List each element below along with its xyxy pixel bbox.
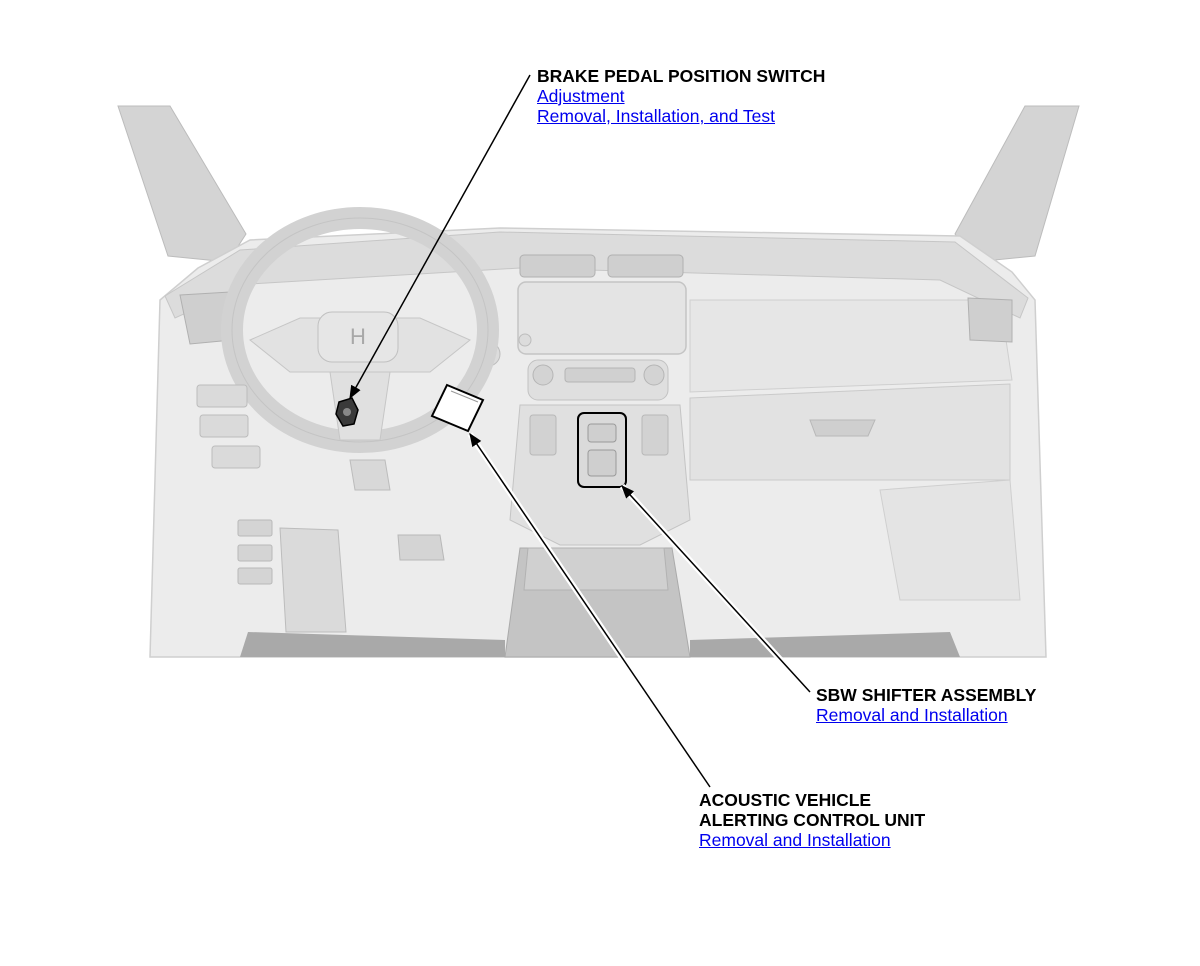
callout-brake-pedal-position-switch: BRAKE PEDAL POSITION SWITCH Adjustment R… — [537, 66, 825, 126]
leader-lines — [349, 74, 813, 789]
sbw-shifter-component — [577, 412, 627, 488]
avas-unit-removal-link[interactable]: Removal and Installation — [699, 830, 891, 850]
leader-sbw-shifter — [621, 485, 811, 693]
svg-text:H: H — [350, 324, 366, 349]
callout-acoustic-vehicle-alerting-control-unit: ACOUSTIC VEHICLE ALERTING CONTROL UNIT R… — [699, 790, 925, 850]
center-console — [504, 547, 691, 658]
steering-wheel: H — [221, 207, 499, 453]
brake-switch-title: BRAKE PEDAL POSITION SWITCH — [537, 66, 826, 86]
callout-sbw-shifter-assembly: SBW SHIFTER ASSEMBLY Removal and Install… — [816, 685, 1036, 725]
a-pillars — [117, 105, 1080, 263]
brake-switch-removal-link[interactable]: Removal, Installation, and Test — [537, 106, 776, 126]
sbw-shifter-removal-link[interactable]: Removal and Installation — [816, 705, 1008, 725]
brake-switch-adjustment-link[interactable]: Adjustment — [537, 86, 625, 106]
leader-avas-unit — [469, 432, 711, 788]
avas-unit-title-line-1: ACOUSTIC VEHICLE — [699, 790, 872, 810]
avas-unit-component — [430, 383, 485, 433]
leader-brake-switch — [349, 74, 531, 400]
driver-footwell — [196, 384, 445, 633]
avas-unit-title-line-2: ALERTING CONTROL UNIT — [699, 810, 926, 830]
floor — [240, 479, 1021, 657]
sbw-shifter-title: SBW SHIFTER ASSEMBLY — [816, 685, 1037, 705]
